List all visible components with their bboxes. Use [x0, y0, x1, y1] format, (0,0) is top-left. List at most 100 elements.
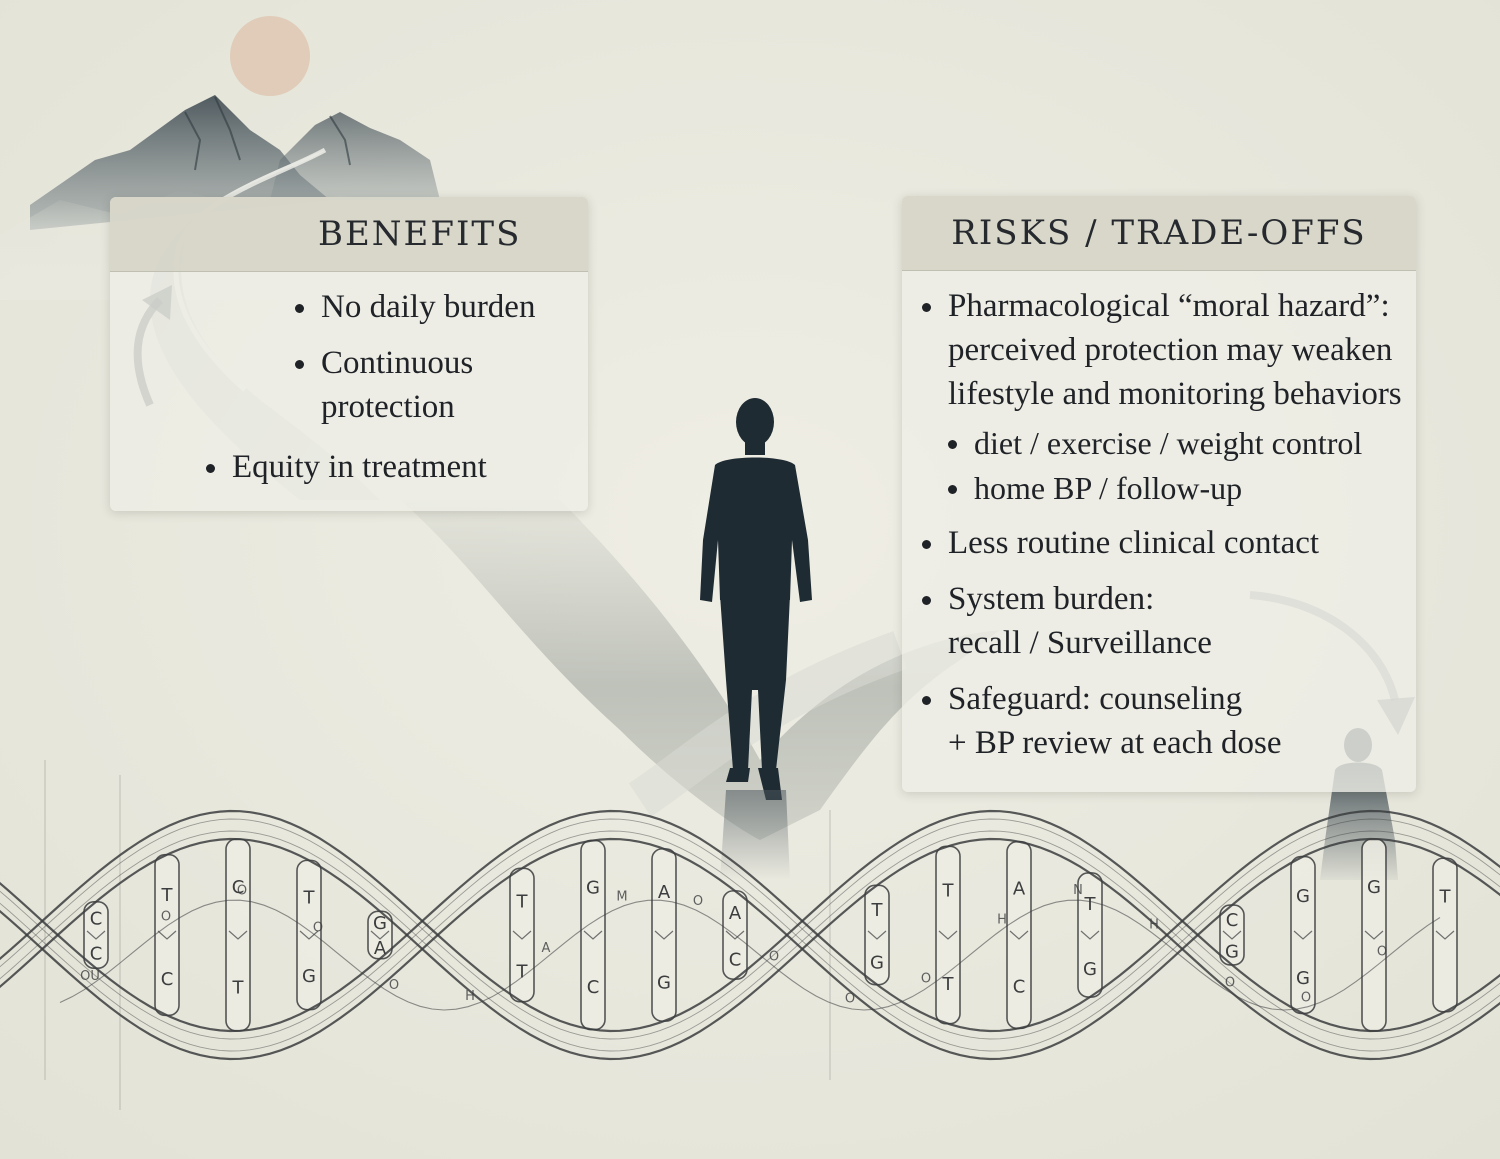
chain-label: N	[1073, 883, 1083, 898]
dna-base-upper: G	[586, 878, 600, 899]
molecular-chain	[59, 899, 1441, 1011]
rung-joint	[725, 930, 745, 940]
bullet-icon	[295, 360, 304, 369]
rung-joint	[1364, 930, 1384, 940]
dna-base-lower: C	[587, 977, 600, 998]
dna-base-lower: G	[302, 966, 316, 987]
bullet-icon	[922, 596, 931, 605]
dna-backbone-a-edge	[0, 809, 1500, 1033]
sun-icon	[230, 16, 310, 96]
risks-item-0-line-0: Pharmacological “moral hazard”:	[948, 288, 1390, 324]
rung-joint	[1435, 930, 1455, 940]
dna-base-lower: A	[374, 938, 387, 959]
chain-label: H	[465, 989, 475, 1004]
dna-base-upper: T	[1084, 894, 1097, 915]
dna-backbone-a-hatch	[0, 818, 1500, 1040]
bullet-icon	[922, 696, 931, 705]
dna-base-lower: G	[657, 972, 671, 993]
rung-joint	[86, 930, 106, 940]
dna-backbone-b-hatch	[0, 818, 1500, 1040]
dna-base-lower: G	[1225, 941, 1239, 962]
dna-base-upper: C	[90, 908, 103, 929]
bullet-icon	[922, 540, 931, 549]
rung-joint	[1080, 930, 1100, 940]
rung-joint	[1293, 930, 1313, 940]
benefits-item-1-line-0: Continuous	[321, 345, 474, 381]
dna-backbone-a-hatch	[0, 830, 1500, 1052]
rung-joint	[938, 930, 958, 940]
rung-joint	[1222, 930, 1242, 940]
rung-joint	[867, 930, 887, 940]
dna-rung	[580, 839, 606, 1031]
dna-base-lower: T	[232, 978, 245, 999]
chain-label: O	[313, 920, 323, 935]
dna-base-upper: G	[1367, 877, 1381, 898]
dna-base-lower: C	[729, 949, 742, 970]
benefits-item-1-line-1: protection	[321, 389, 455, 425]
risks-item-5-line-1: + BP review at each dose	[948, 725, 1282, 761]
dna-base-upper: C	[1226, 910, 1239, 931]
chain-label: H	[997, 913, 1007, 928]
dna-backbone-a-edge	[0, 837, 1500, 1061]
dna-base-upper: T	[303, 888, 316, 909]
dna-base-upper: G	[1296, 886, 1310, 907]
dna-backbone-b-edge	[0, 809, 1500, 1033]
benefits-item-2-line-0: Equity in treatment	[232, 449, 487, 485]
dna-rung	[651, 848, 677, 1022]
dna-base-lower: T	[942, 974, 955, 995]
dna-rung	[1361, 838, 1387, 1032]
risks-item-5-line-0: Safeguard: counseling	[948, 681, 1243, 717]
rung-joint	[157, 930, 177, 940]
dna-rung	[1432, 857, 1458, 1013]
dna-rung	[154, 853, 180, 1017]
dna-base-upper: T	[516, 892, 529, 913]
bullet-icon	[922, 303, 931, 312]
chain-label: O	[769, 950, 779, 965]
rung-joint	[512, 930, 532, 940]
benefits-title: BENEFITS	[110, 197, 588, 272]
dna-backbone-b-edge	[0, 837, 1500, 1061]
chain-label: O	[921, 972, 931, 987]
chain-label: O	[1301, 990, 1311, 1005]
chain-label: H	[1149, 917, 1159, 932]
rung-joint	[1009, 930, 1029, 940]
dna-base-upper: C	[232, 877, 245, 898]
bullet-icon	[206, 464, 215, 473]
risks-item-1-line-0: diet / exercise / weight control	[974, 425, 1363, 461]
dna-base-upper: T	[161, 885, 174, 906]
dna-rung	[935, 845, 961, 1025]
bullet-icon	[295, 304, 304, 313]
chain-label: O	[1377, 944, 1387, 959]
dna-base-upper: A	[658, 882, 671, 903]
risks-item-3-line-0: Less routine clinical contact	[948, 525, 1320, 561]
chain-label: O	[389, 978, 399, 993]
chain-label: O	[161, 910, 171, 925]
dna-base-lower: C	[161, 969, 174, 990]
dna-base-lower: G	[1083, 959, 1097, 980]
chain-label: O	[237, 883, 247, 898]
chain-label: A	[542, 941, 551, 956]
dna-base-lower: G	[1296, 968, 1310, 989]
dna-base-lower: C	[90, 943, 103, 964]
dna-base-lower: C	[1013, 976, 1026, 997]
bullet-icon	[948, 440, 957, 449]
dna-base-upper: T	[1439, 887, 1452, 908]
dna-base-lower: G	[870, 952, 884, 973]
rung-joint	[228, 930, 248, 940]
rung-joint	[583, 930, 603, 940]
risks-panel: RISKS / TRADE-OFFS Pharmacological “mora…	[902, 196, 1416, 792]
dna-rung	[1006, 840, 1032, 1030]
rung-joint	[370, 930, 390, 940]
dna-base-upper: T	[942, 881, 955, 902]
chain-label: O	[1225, 976, 1235, 991]
risks-item-4-line-1: recall / Surveillance	[948, 625, 1212, 661]
risks-title: RISKS / TRADE-OFFS	[902, 196, 1416, 271]
chain-label: O	[693, 894, 703, 909]
dna-backbone-b-hatch	[0, 830, 1500, 1052]
risks-item-0-line-2: lifestyle and monitoring behaviors	[948, 376, 1402, 412]
chain-label: M	[616, 889, 627, 904]
dna-base-lower: T	[516, 962, 529, 983]
dna-base-upper: T	[871, 900, 884, 921]
